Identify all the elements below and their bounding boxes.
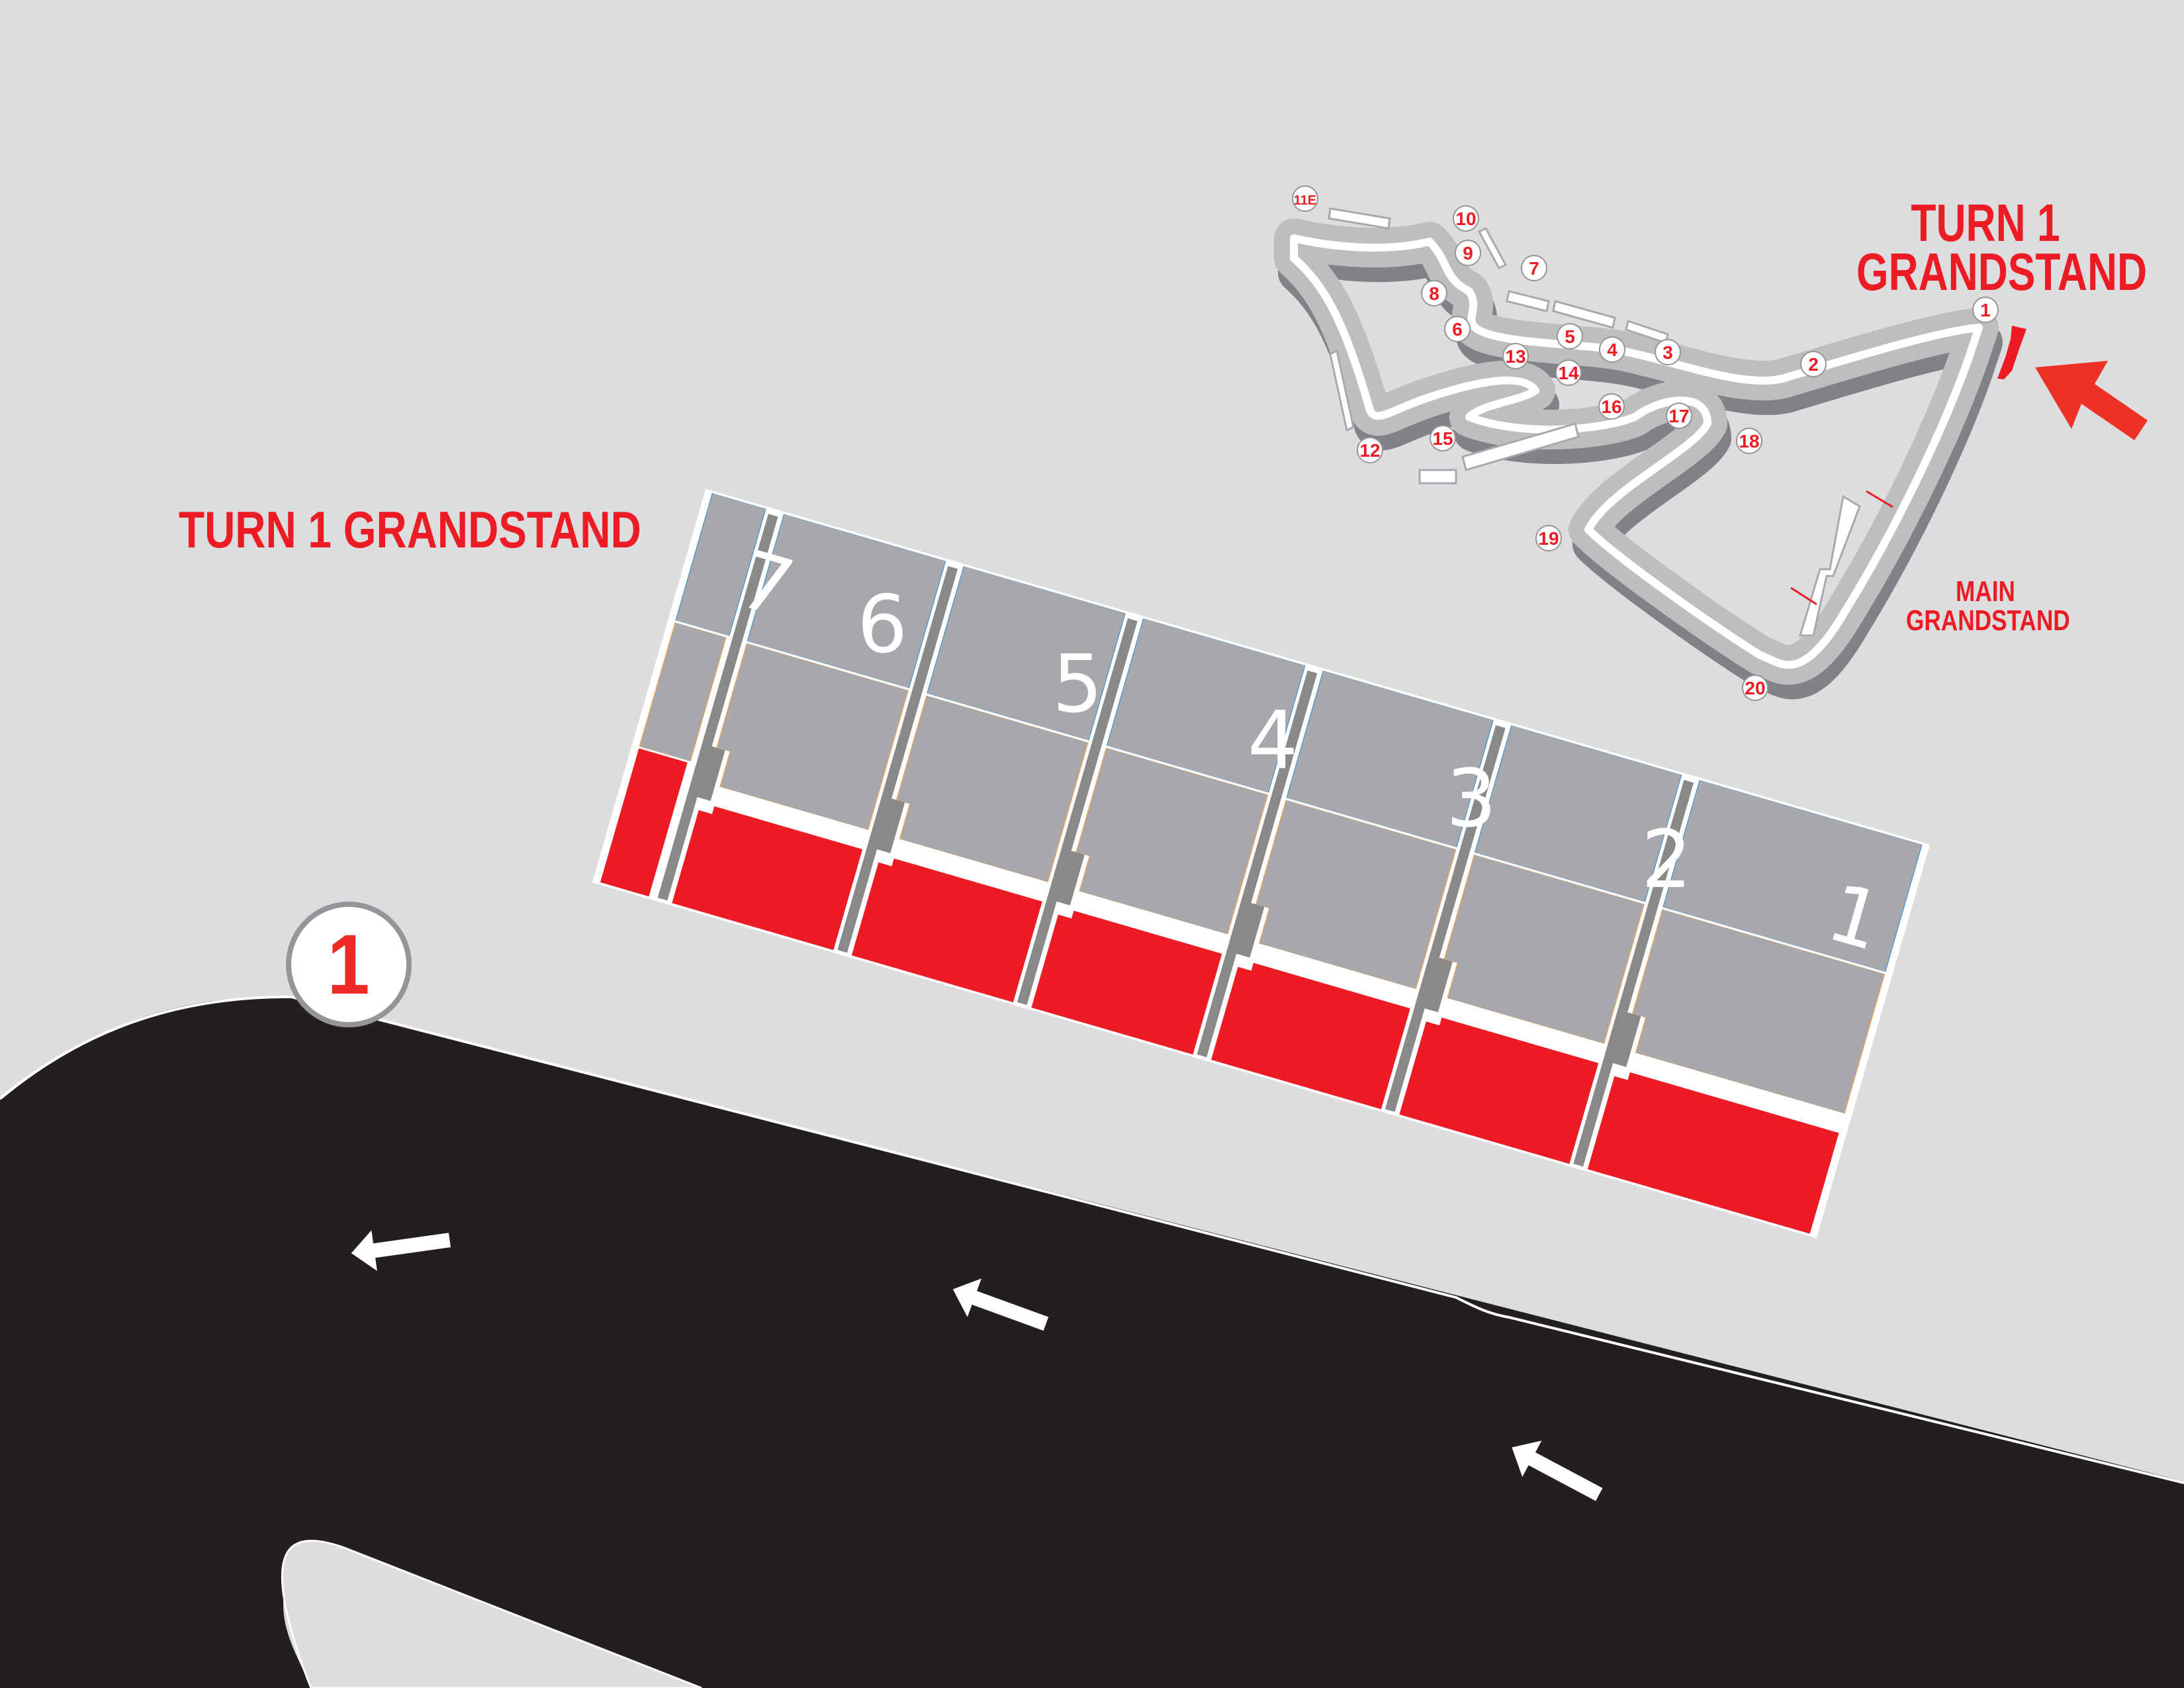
turn-marker: 16 <box>1598 393 1625 420</box>
svg-text:16: 16 <box>1601 397 1621 417</box>
svg-text:14: 14 <box>1558 363 1579 383</box>
turn-marker: 4 <box>1599 336 1625 363</box>
turn-marker: 5 <box>1557 323 1583 350</box>
minimap-grandstands <box>1328 207 1861 637</box>
aisle <box>1197 670 1318 1058</box>
svg-text:13: 13 <box>1505 346 1525 367</box>
svg-text:15: 15 <box>1432 428 1453 449</box>
turn-marker: 3 <box>1655 339 1681 365</box>
track-surface-main <box>0 996 2184 1688</box>
turn-marker: 13 <box>1502 343 1529 369</box>
section-6[interactable] <box>672 514 946 951</box>
main-grandstand-label: MAIN GRANDSTAND <box>1906 575 2070 637</box>
turn-1-badge: 1 <box>286 902 412 1027</box>
svg-text:6: 6 <box>1452 319 1463 340</box>
minimap-turn1-label: TURN 1 GRANDSTAND <box>1856 193 2148 301</box>
svg-text:4: 4 <box>1607 340 1617 360</box>
svg-text:10: 10 <box>1455 209 1476 229</box>
turn-marker: 1 <box>1972 297 1999 323</box>
turn-marker: 11E <box>1292 185 1318 212</box>
aisle <box>1385 725 1506 1112</box>
direction-arrow-icon <box>351 1230 451 1271</box>
timing-line <box>1866 490 1893 508</box>
svg-text:3: 3 <box>1662 342 1673 363</box>
pointer-arrow-icon <box>2035 361 2148 440</box>
turn-marker: 6 <box>1444 316 1471 342</box>
section-number: 2 <box>1641 814 1692 906</box>
turn-marker: 8 <box>1421 280 1447 306</box>
turn-1-badge-label: 1 <box>327 917 371 1012</box>
svg-text:18: 18 <box>1739 431 1759 451</box>
section-3[interactable] <box>1211 671 1494 1109</box>
section-number: 4 <box>1248 695 1298 787</box>
section-7[interactable] <box>600 492 766 898</box>
page-title: TURN 1 GRANDSTAND <box>179 500 641 559</box>
direction-arrow-icon <box>952 1278 1049 1331</box>
section-number: 6 <box>857 579 907 671</box>
turn-marker: 10 <box>1453 205 1479 232</box>
aisle <box>657 514 778 901</box>
minimap-turn1-label-line1: TURN 1 <box>1911 193 2060 252</box>
main-grandstand-label-line1: MAIN <box>1956 575 2015 608</box>
section-number: 3 <box>1446 753 1496 845</box>
turn-marker: 17 <box>1666 402 1692 429</box>
svg-text:12: 12 <box>1359 440 1380 461</box>
track-edge-line <box>0 995 2184 1484</box>
section-2[interactable] <box>1399 725 1682 1164</box>
svg-text:8: 8 <box>1429 283 1439 304</box>
svg-text:20: 20 <box>1745 678 1765 698</box>
turn-marker: 7 <box>1521 255 1547 281</box>
minimap-turn1-label-line2: GRANDSTAND <box>1856 242 2148 301</box>
minimap-track <box>1274 218 2003 700</box>
turn-marker: 2 <box>1800 351 1827 377</box>
svg-text:9: 9 <box>1463 243 1473 263</box>
turn-marker: 12 <box>1357 437 1383 463</box>
minimap-turn-markers: 1 2 3 4 5 6 7 8 9 10 11E 12 13 14 15 16 … <box>1292 185 1999 701</box>
svg-text:1: 1 <box>1980 300 1991 320</box>
direction-arrow-icon <box>1512 1440 1603 1501</box>
section-5[interactable] <box>851 566 1126 1003</box>
svg-text:19: 19 <box>1538 528 1559 549</box>
turn1-grandstand-highlight <box>1997 326 2026 379</box>
svg-text:2: 2 <box>1808 354 1819 375</box>
aisle <box>837 566 958 953</box>
section-4[interactable] <box>1031 618 1306 1055</box>
turn-marker: 19 <box>1535 525 1562 551</box>
svg-text:7: 7 <box>1529 258 1539 279</box>
infield <box>281 1540 702 1688</box>
svg-text:5: 5 <box>1565 326 1575 347</box>
turn-marker: 20 <box>1742 675 1768 701</box>
svg-text:17: 17 <box>1668 406 1689 426</box>
section-1[interactable] <box>1587 780 1923 1234</box>
aisle <box>1573 780 1694 1167</box>
turn-marker: 9 <box>1455 240 1481 266</box>
timing-line <box>1790 586 1817 606</box>
turn-marker: 14 <box>1555 359 1582 386</box>
aisle <box>1017 618 1138 1006</box>
turn-marker: 15 <box>1430 425 1456 451</box>
svg-text:11E: 11E <box>1294 193 1316 208</box>
turn-marker: 18 <box>1736 428 1762 454</box>
main-grandstand-label-line2: GRANDSTAND <box>1906 604 2070 637</box>
section-number: 5 <box>1052 639 1103 731</box>
